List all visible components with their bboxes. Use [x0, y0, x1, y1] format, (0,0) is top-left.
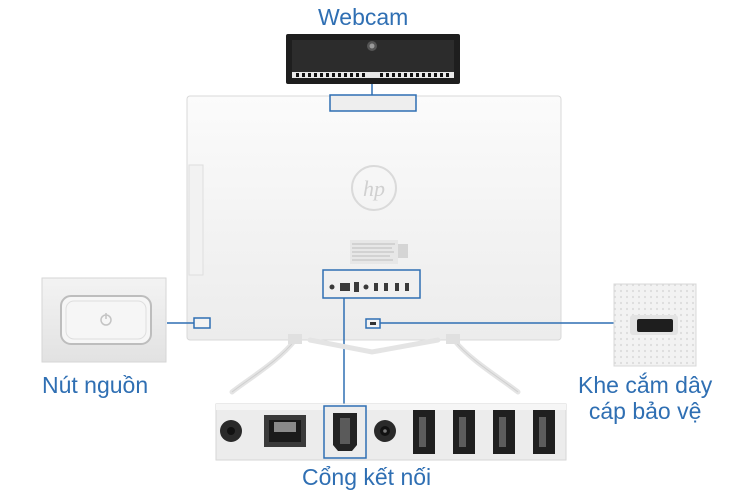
power-button-label: Nút nguồn — [42, 372, 149, 398]
brand-mark: hp — [363, 176, 385, 201]
power-button-panel — [41, 277, 167, 363]
hp-logo: hp — [351, 165, 397, 211]
audio-jack-icon — [220, 420, 242, 442]
lock-slot-label: Khe cắm dây cáp bảo vệ — [578, 372, 712, 425]
ports-panel — [215, 403, 567, 461]
ports-label: Cổng kết nối — [302, 464, 432, 490]
power-icon — [100, 313, 112, 326]
lock-slot-panel — [613, 283, 697, 367]
lock-slot-label-line-2: cáp bảo vệ — [588, 398, 702, 425]
dc-power-port-icon — [374, 420, 396, 442]
lock-slot-icon — [637, 319, 673, 332]
webcam-label: Webcam — [318, 4, 409, 30]
usb-port-icon — [413, 410, 555, 454]
hdmi-port-icon — [323, 405, 367, 459]
ethernet-port-icon — [264, 415, 306, 447]
lock-slot-label-line-1: Khe cắm dây — [578, 372, 713, 398]
webcam-icon — [286, 34, 460, 84]
